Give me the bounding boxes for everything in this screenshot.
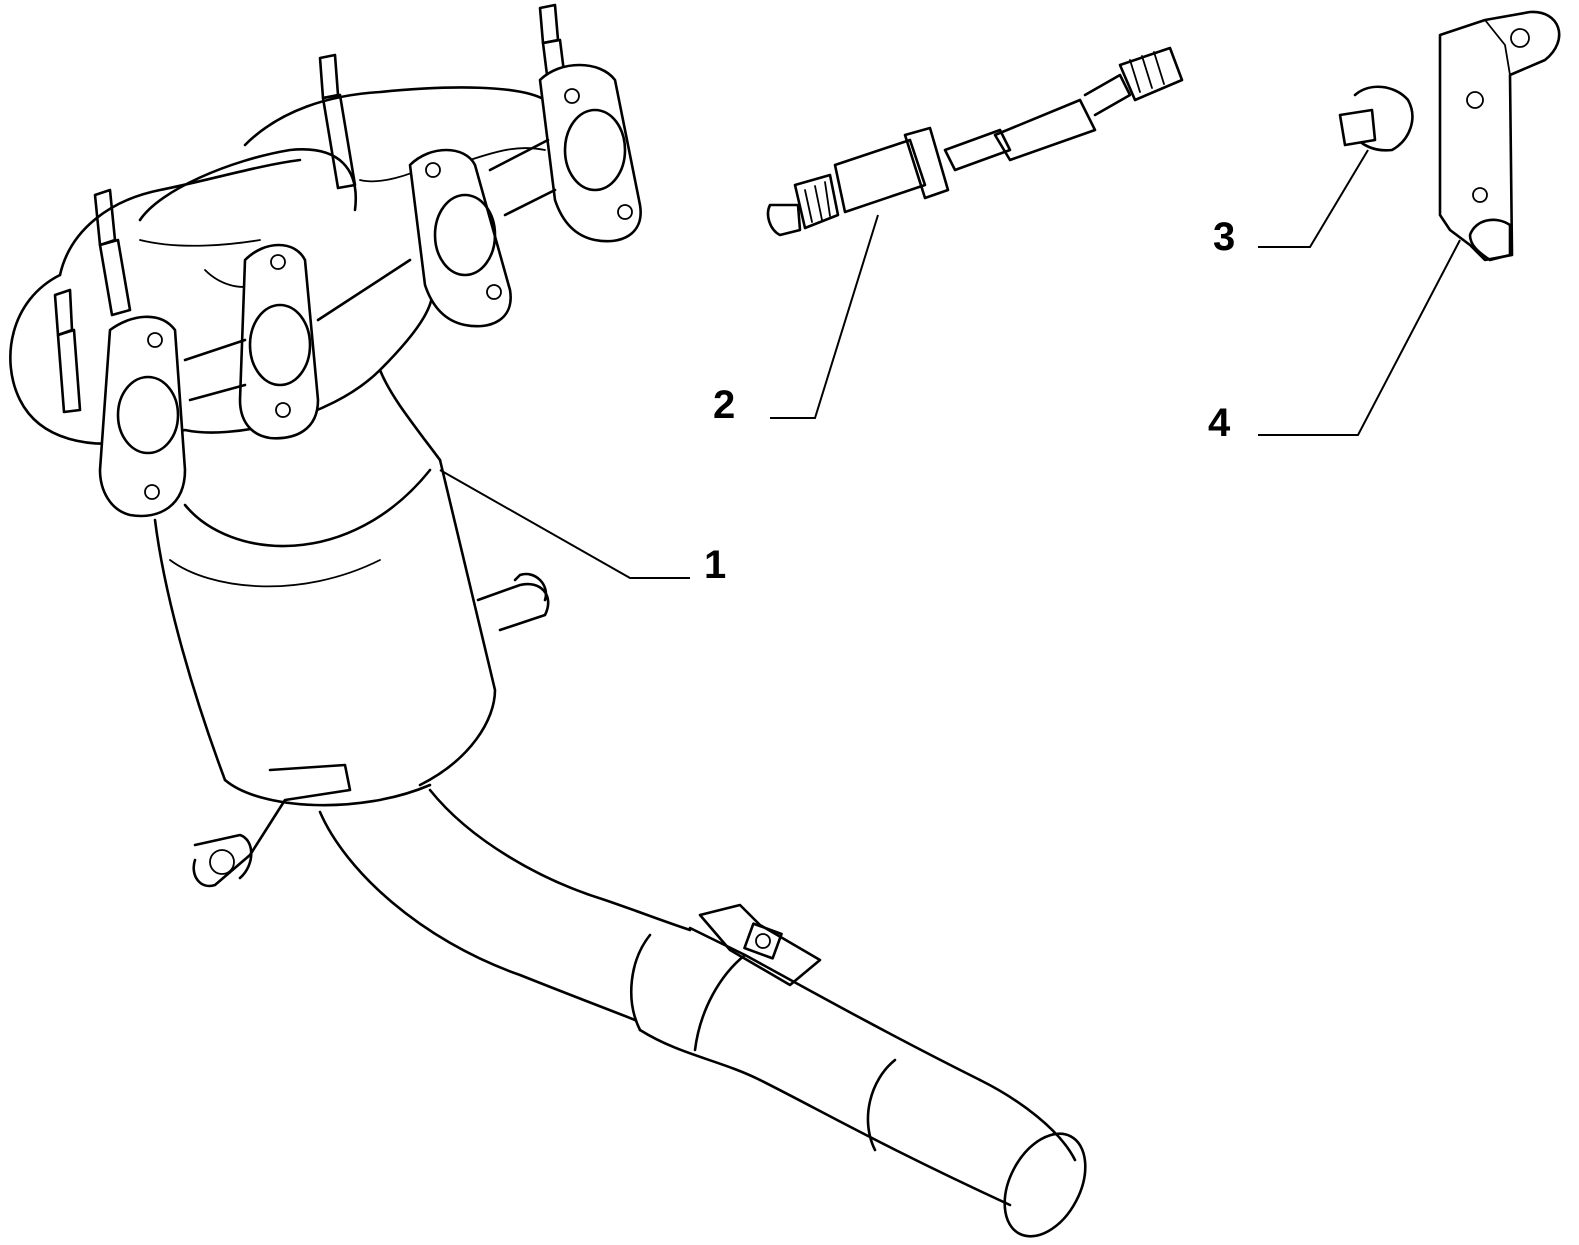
- callout-2: 2: [713, 383, 736, 427]
- callout-4: 4: [1208, 401, 1231, 445]
- manifold-flange-3: [408, 148, 512, 328]
- part-1-manifold-catalyst: [9, 3, 1087, 1238]
- callout-1: 1: [704, 543, 727, 587]
- manifold-flange-1: [98, 315, 187, 518]
- leader-1: [439, 469, 690, 579]
- leader-4: [1258, 239, 1461, 436]
- part-2-oxygen-sensor: [766, 46, 1184, 237]
- manifold-flange-2: [238, 243, 320, 440]
- callout-3: 3: [1213, 215, 1236, 259]
- leader-3: [1258, 149, 1369, 248]
- leader-2: [770, 214, 879, 419]
- part-4-bracket: [1438, 10, 1561, 262]
- leader-lines: [439, 149, 1461, 579]
- part-3-rubber-plug: [1338, 85, 1414, 152]
- manifold-flange-4: [538, 63, 642, 243]
